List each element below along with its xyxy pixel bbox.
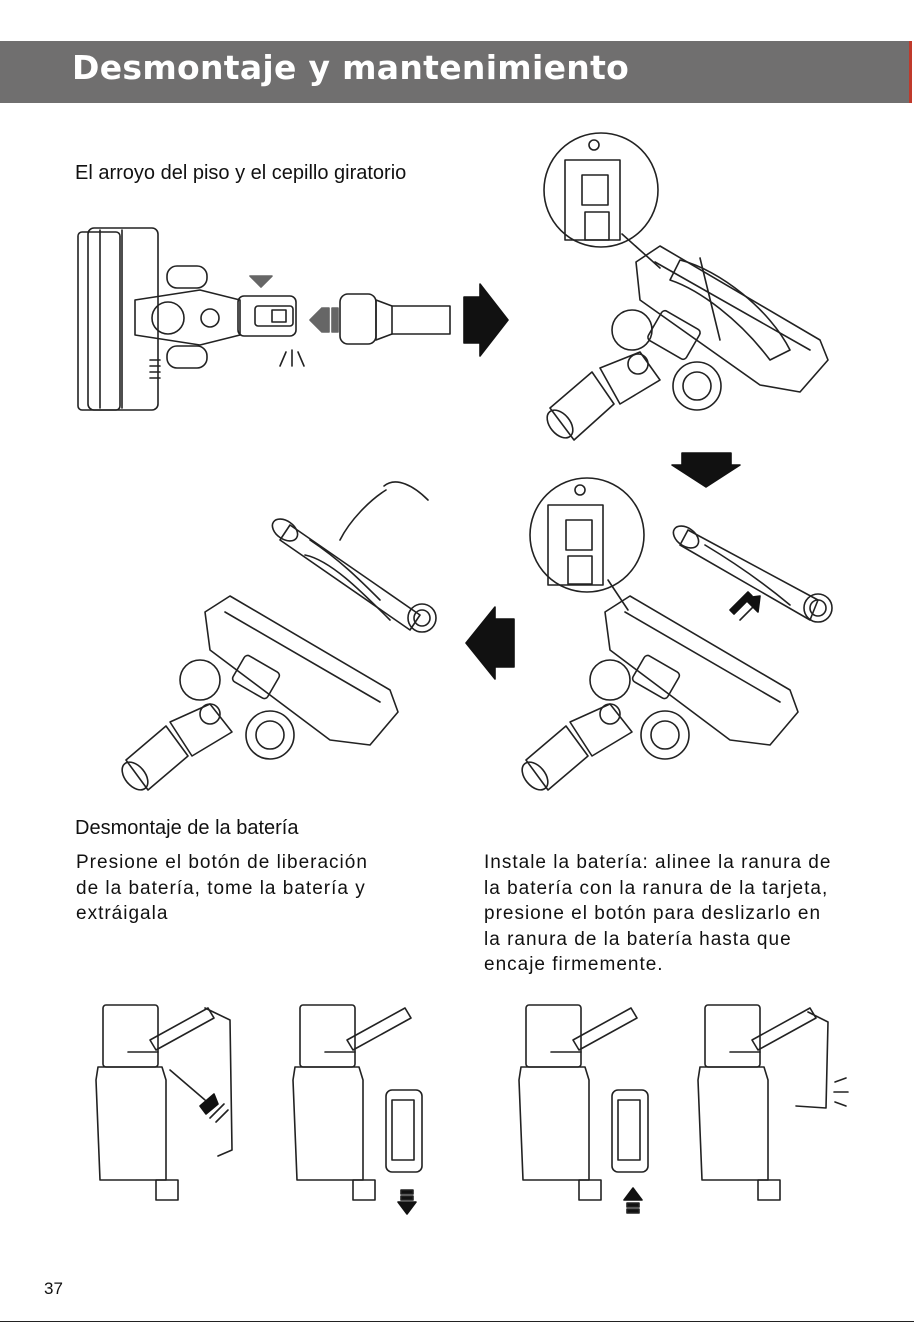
arrow-down-icon: [671, 452, 741, 488]
brush-insert-illustration: [521, 477, 833, 791]
footer-divider: [0, 1321, 914, 1322]
battery-insert-illustration: [518, 1004, 649, 1214]
arrow-right-icon: [463, 283, 509, 357]
header-accent: [909, 41, 912, 103]
arrow-left-icon: [465, 606, 515, 680]
battery-installed-illustration: [697, 1004, 849, 1201]
text-line: Instale la batería: alinee la ranura de: [484, 852, 832, 873]
floor-section-title: El arroyo del piso y el cepillo giratori…: [75, 162, 407, 184]
section-header-bar: Desmontaje y mantenimiento: [0, 41, 912, 103]
text-line: presione el botón para deslizarlo en: [484, 903, 822, 924]
page-title: Desmontaje y mantenimiento: [72, 48, 630, 87]
battery-release-illustration: [95, 1004, 233, 1201]
text-line: la ranura de la batería hasta que: [484, 928, 792, 950]
text-line: la batería con la ranura de la tarjeta,: [484, 877, 829, 899]
text-line: encaje firmemente.: [484, 954, 664, 975]
floor-head-top-illustration: [543, 132, 829, 441]
battery-install-instructions: Instale la batería: alinee la ranura de …: [484, 850, 831, 978]
floor-head-detach-illustration: [77, 227, 451, 411]
page-number: 37: [44, 1279, 63, 1298]
battery-remove-instructions: Presione el botón de liberación de la ba…: [76, 850, 368, 927]
text-line: de la batería, tome la batería y: [76, 877, 366, 899]
battery-removed-illustration: [292, 1004, 423, 1215]
battery-section-title: Desmontaje de la batería: [75, 817, 299, 839]
text-line: extráigala: [76, 903, 169, 924]
brush-removed-illustration: [121, 481, 437, 791]
text-line: Presione el botón de liberación: [76, 852, 368, 873]
